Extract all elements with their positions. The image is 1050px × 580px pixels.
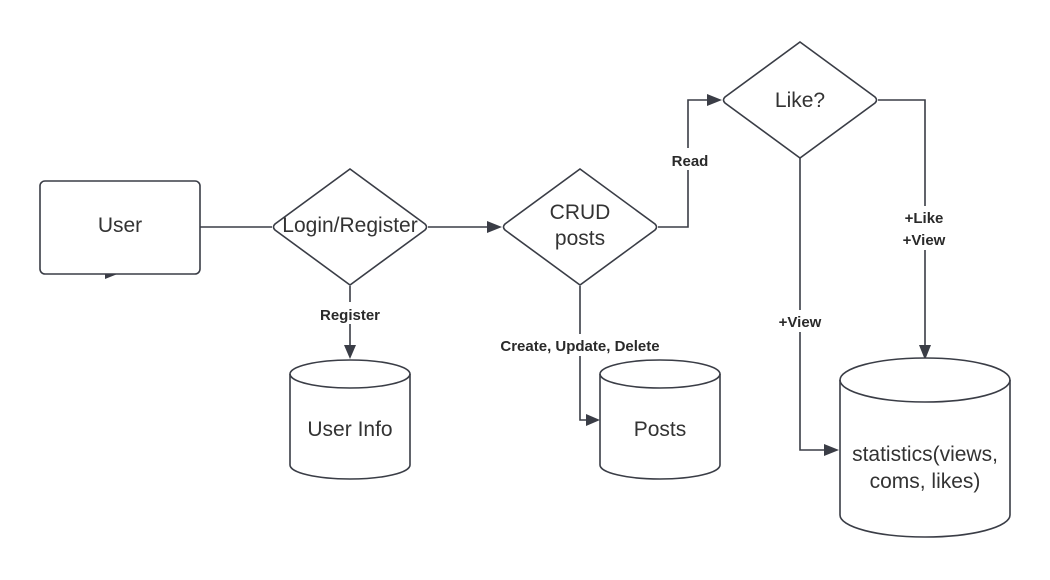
- crud-posts-decision[interactable]: CRUD posts: [502, 168, 658, 286]
- statistics-database[interactable]: statistics(views, coms, likes): [839, 357, 1011, 538]
- edge-label-create-update-delete: Create, Update, Delete: [500, 338, 659, 355]
- edge-like-view-to-statistics: [799, 158, 839, 456]
- edge-label-register: Register: [320, 307, 380, 324]
- edge-label-like-view: +View: [903, 232, 946, 249]
- edge-label-read: Read: [672, 153, 709, 170]
- edge-label-like: +Like: [905, 210, 944, 227]
- login-register-label: Login/Register: [282, 214, 417, 237]
- like-decision[interactable]: Like?: [722, 41, 878, 159]
- like-label: Like?: [775, 89, 825, 112]
- statistics-label-line2: coms, likes): [870, 470, 981, 493]
- user-node[interactable]: User: [39, 180, 201, 275]
- posts-database[interactable]: Posts: [599, 359, 721, 480]
- user-info-database[interactable]: User Info: [289, 359, 411, 480]
- statistics-label-line1: statistics(views,: [852, 443, 998, 466]
- edge-crud-to-posts: [579, 286, 600, 426]
- posts-label: posts: [555, 227, 605, 250]
- user-label: User: [98, 214, 142, 237]
- posts-label-text: Posts: [634, 418, 687, 441]
- edge-login-to-crud: [428, 221, 502, 233]
- login-register-decision[interactable]: Login/Register: [272, 168, 428, 286]
- edge-like-to-statistics: [878, 99, 931, 360]
- crud-label: CRUD: [550, 201, 611, 224]
- edge-label-view: +View: [779, 314, 822, 331]
- user-info-label: User Info: [307, 418, 392, 441]
